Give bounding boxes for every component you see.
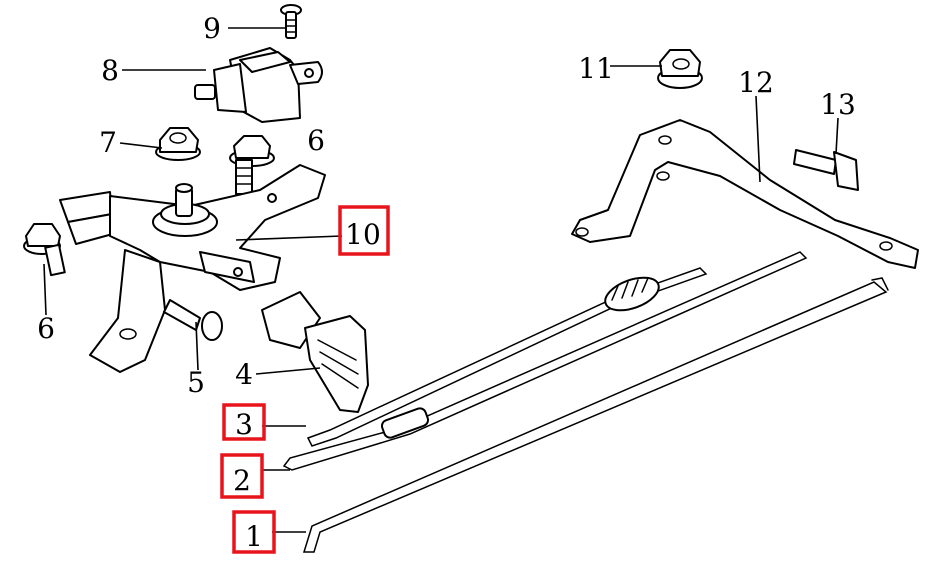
part-6-bolt-left xyxy=(23,223,66,277)
part-7-nut xyxy=(155,127,201,161)
callout-7: 7 xyxy=(99,126,117,159)
part-10-control-bracket xyxy=(59,164,326,373)
highlight-box-3 xyxy=(222,403,266,441)
callout-12: 12 xyxy=(738,66,774,99)
highlight-box-1 xyxy=(232,510,276,554)
part-4-lever-knob xyxy=(261,291,369,413)
part-9-screw xyxy=(280,4,302,39)
part-8-switch xyxy=(194,47,323,123)
callout-13: 13 xyxy=(820,88,856,121)
callout-1: 1 xyxy=(245,520,263,553)
part-5-bolt xyxy=(163,299,223,341)
callout-labels: 9 8 7 6 6 5 4 10 11 12 13 3 2 1 xyxy=(37,12,856,553)
callout-4: 4 xyxy=(235,358,253,391)
part-12-bracket xyxy=(571,119,919,269)
callout-11: 11 xyxy=(578,52,614,85)
callout-3: 3 xyxy=(235,408,253,441)
part-6-bolt-upper xyxy=(229,135,275,195)
highlight-box-10 xyxy=(338,205,390,256)
callout-9: 9 xyxy=(203,12,221,45)
callout-5: 5 xyxy=(187,366,205,399)
callout-2: 2 xyxy=(233,464,251,497)
leader-lines xyxy=(43,27,839,533)
callout-6-left: 6 xyxy=(37,312,55,345)
highlight-box-2 xyxy=(220,453,264,499)
part-1-rod xyxy=(302,277,889,553)
callout-6-upper: 6 xyxy=(307,124,325,157)
callout-8: 8 xyxy=(101,54,119,87)
part-3-spring-link xyxy=(306,267,708,447)
part-2-cable xyxy=(282,251,808,471)
part-13-bolt xyxy=(793,149,859,191)
callout-10: 10 xyxy=(345,218,381,251)
highlight-boxes xyxy=(220,205,390,554)
part-11-nut xyxy=(657,49,703,89)
